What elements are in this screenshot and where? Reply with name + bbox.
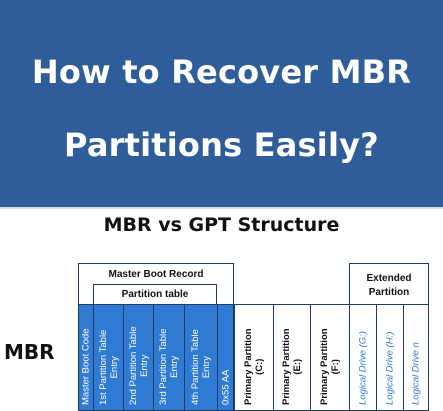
- cell-text-line: 3rd Partition Table: [158, 328, 169, 405]
- logical-drive-g: Logical Drive (G:): [349, 304, 377, 411]
- cell-text-line: Entry: [201, 355, 212, 379]
- diagram-title: MBR vs GPT Structure: [103, 214, 340, 236]
- primary-partition-text: Primary Partition(F:): [319, 328, 341, 405]
- logical-drive-n: Logical Drive n: [403, 304, 429, 411]
- banner-title-line-1: How to Recover MBR: [31, 53, 412, 91]
- cell-text-line: Entry: [108, 356, 120, 379]
- logical-drive-h: Logical Drive (H:): [376, 304, 404, 411]
- extended-partition-label: Extended Partition: [366, 273, 412, 298]
- cell-text-line: Primary Partition: [281, 328, 292, 405]
- banner-title-line-2: Partitions Easily?: [64, 126, 379, 164]
- cell-text-line: Logical Drive (H:): [384, 331, 396, 405]
- partition-table-label: Partition table: [121, 289, 189, 300]
- logical-drive-text: Logical Drive n: [411, 342, 422, 405]
- logical-drive-text: Logical Drive (H:): [385, 332, 396, 405]
- cell-text-line: Master Boot Code: [80, 328, 92, 405]
- banner-divider: [0, 207, 443, 209]
- primary-partition-text: Primary Partition(C:): [243, 328, 265, 405]
- mbr-cell-text: 0x55 AA: [220, 370, 231, 405]
- cell-text-line: 4th Partition Table: [190, 329, 201, 405]
- cell-text-line: Entry: [138, 354, 150, 377]
- cell-text-line: (E:): [292, 358, 303, 375]
- cell-text-line: Entry: [169, 355, 180, 378]
- extended-partition-box: Extended Partition: [349, 263, 429, 305]
- cell-text-line: 0x55 AA: [220, 369, 231, 405]
- title-banner: How to Recover MBR Partitions Easily?: [0, 0, 443, 207]
- mbr-cell-master-boot-code: Master Boot Code: [78, 304, 94, 411]
- primary-partition-f: Primary Partition(F:): [310, 304, 350, 411]
- cell-text-line: Primary Partition: [319, 328, 330, 405]
- primary-partition-e: Primary Partition(E:): [273, 304, 311, 411]
- mbr-row-label: MBR: [4, 340, 55, 364]
- cell-text-line: (C:): [254, 358, 265, 375]
- primary-partition-c: Primary Partition(C:): [234, 304, 274, 411]
- cell-text-line: 2nd Partition Table: [127, 326, 139, 405]
- mbr-cell-signature: 0x55 AA: [217, 304, 234, 411]
- cell-text-line: Logical Drive (G:): [357, 331, 369, 405]
- partition-table-box: Partition table: [93, 284, 217, 305]
- primary-partition-text: Primary Partition(E:): [281, 328, 303, 405]
- cell-text-line: 1st Partition Table: [97, 329, 109, 405]
- cell-text-line: Logical Drive n: [410, 342, 422, 405]
- cell-text-line: (F:): [330, 359, 341, 375]
- master-boot-record-label: Master Boot Record: [108, 269, 204, 280]
- mbr-cell-text: Master Boot Code: [81, 328, 92, 405]
- logical-drive-text: Logical Drive (G:): [358, 331, 369, 405]
- cell-text-line: Primary Partition: [243, 328, 254, 405]
